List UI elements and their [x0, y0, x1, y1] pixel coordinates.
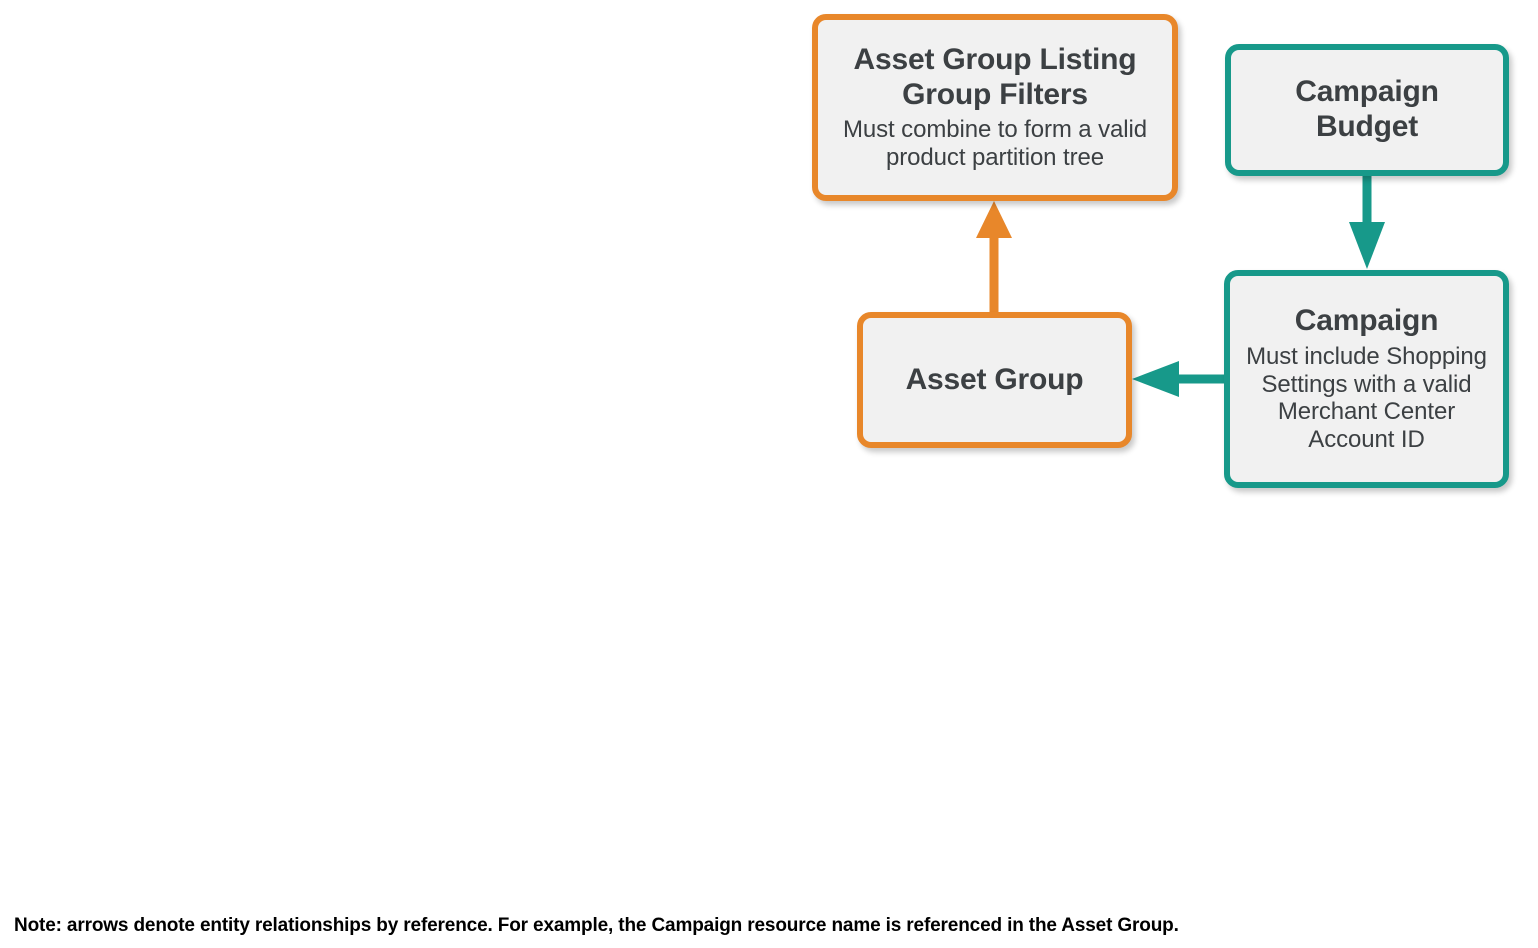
node-campaign[interactable]: Campaign Must include Shopping Settings … [1224, 270, 1509, 488]
node-title: Asset Group Listing Group Filters [853, 42, 1137, 111]
edge-campaign-budget-to-campaign [1349, 176, 1385, 269]
node-title: Asset Group [905, 362, 1084, 396]
node-asset-group-listing-group-filters[interactable]: Asset Group Listing Group Filters Must c… [812, 14, 1178, 201]
node-title: Campaign Budget [1295, 75, 1439, 143]
footnote-text: Note: arrows denote entity relationships… [14, 915, 1179, 936]
node-description: Must include Shopping Settings with a va… [1246, 342, 1487, 454]
node-campaign-budget[interactable]: Campaign Budget [1225, 44, 1509, 176]
edge-campaign-to-asset-group [1132, 361, 1224, 397]
node-asset-group[interactable]: Asset Group [857, 312, 1132, 448]
node-title: Campaign [1294, 303, 1439, 337]
node-description: Must combine to form a valid product par… [843, 116, 1147, 172]
edge-asset-group-to-filters [976, 201, 1012, 312]
